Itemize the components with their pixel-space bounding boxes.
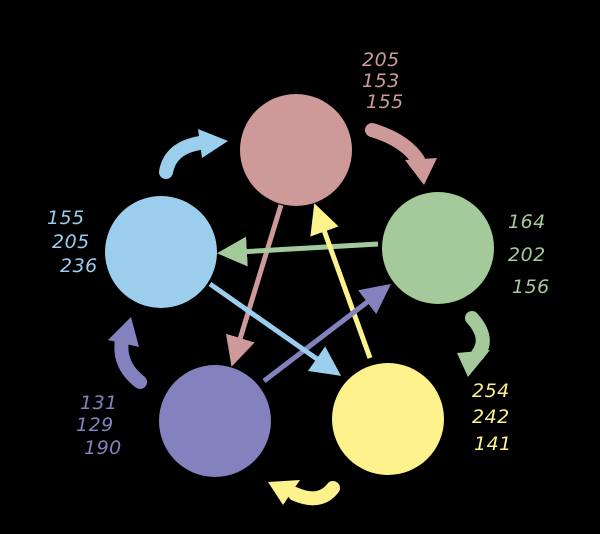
red-r-value: 205	[362, 49, 400, 71]
yellow-g-value: 242	[472, 406, 510, 428]
arrow-green-to-blue	[217, 236, 379, 267]
label-yellow-rgb: 254 242 141	[472, 380, 512, 455]
cycle-arrow-purple-to-blue	[108, 317, 147, 389]
label-green-rgb: 164 202 156	[508, 211, 550, 298]
red-g-value: 153	[362, 70, 400, 92]
arrow-yellow-to-red	[310, 203, 373, 359]
green-g-value: 202	[508, 244, 546, 266]
yellow-b-value: 141	[474, 433, 512, 455]
label-purple-rgb: 131 129 190	[76, 392, 122, 459]
cycle-arrow-yellow-to-purple	[268, 480, 340, 506]
yellow-r-value: 254	[472, 380, 510, 402]
blue-g-value: 205	[52, 231, 90, 253]
green-r-value: 164	[508, 211, 546, 233]
node-blue	[105, 196, 217, 308]
node-yellow	[332, 363, 444, 475]
arrow-blue-to-yellow	[208, 281, 342, 376]
green-b-value: 156	[512, 276, 550, 298]
label-red-rgb: 205 153 155	[362, 49, 404, 113]
node-green	[382, 192, 494, 304]
node-red	[240, 94, 352, 206]
red-b-value: 155	[366, 91, 404, 113]
purple-b-value: 190	[84, 437, 122, 459]
label-blue-rgb: 155 205 236	[47, 207, 98, 277]
blue-b-value: 236	[60, 255, 98, 277]
purple-g-value: 129	[76, 414, 114, 436]
cycle-arrow-blue-to-red	[159, 129, 228, 179]
cycle-arrow-red-to-green	[365, 123, 437, 185]
purple-r-value: 131	[80, 392, 118, 414]
cycle-arrow-green-to-yellow	[457, 311, 490, 377]
node-purple	[159, 365, 271, 477]
arrow-purple-to-green	[262, 283, 391, 383]
arrow-red-to-purple	[225, 204, 284, 367]
blue-r-value: 155	[47, 207, 85, 229]
